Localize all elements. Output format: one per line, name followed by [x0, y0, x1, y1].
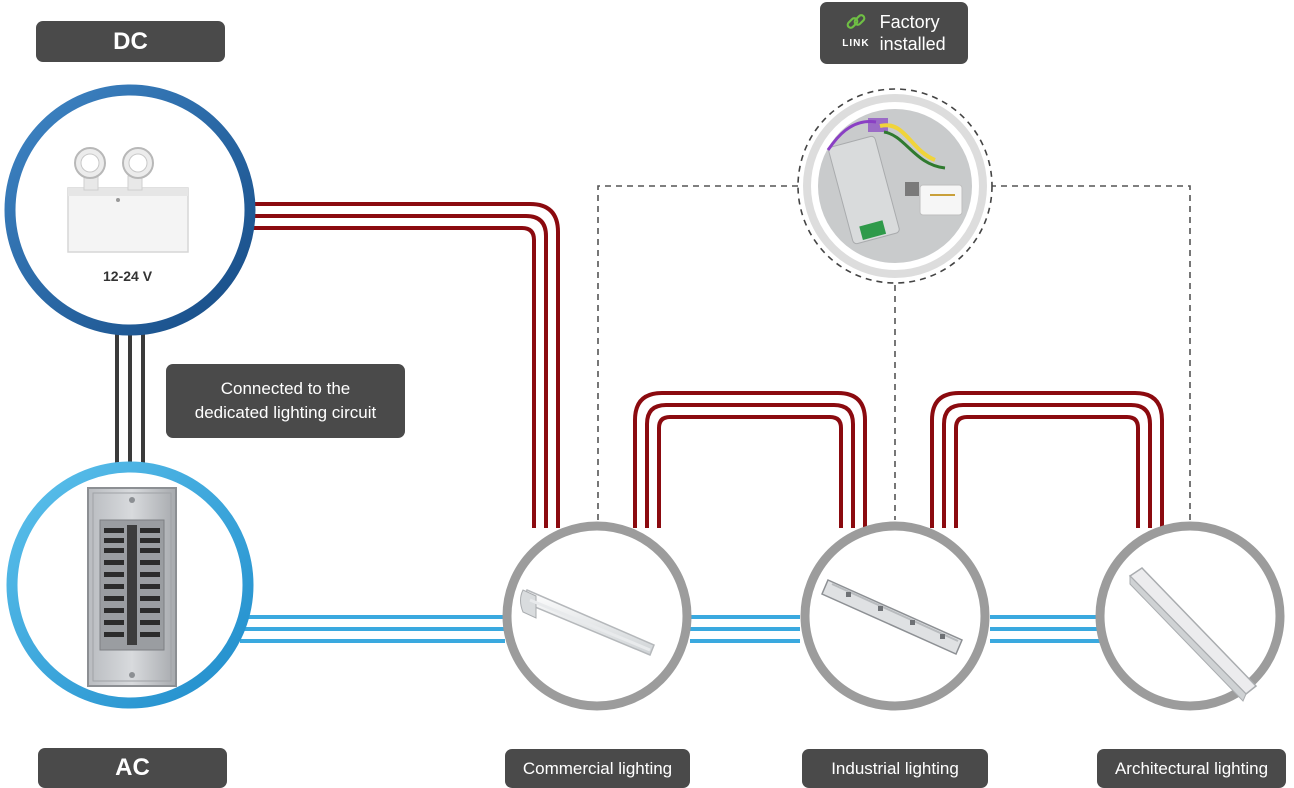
factory-installed-badge: LINK Factory installed	[820, 2, 968, 64]
factory-line-1: Factory	[879, 12, 940, 32]
voltage-label: 12-24 V	[103, 268, 153, 284]
breaker-panel-icon	[87, 487, 177, 687]
industrial-lighting-label: Industrial lighting	[802, 749, 988, 788]
architectural-lighting-label: Architectural lighting	[1097, 749, 1286, 788]
control-dashed-lines	[597, 185, 1191, 520]
commercial-fixture-circle	[502, 521, 692, 711]
callout-line-1: Connected to the	[220, 379, 351, 398]
dc-wire-bundle	[246, 202, 1164, 528]
control-module-circle	[797, 88, 993, 284]
dc-label: DC	[36, 21, 225, 62]
link-badge-text: LINK	[842, 38, 870, 49]
emergency-light-unit-icon	[67, 147, 189, 253]
factory-line-2: installed	[879, 34, 946, 54]
callout-line-2: dedicated lighting circuit	[194, 403, 377, 422]
vapor-tight-fixture-icon	[821, 579, 963, 655]
link-chain-icon	[846, 14, 866, 29]
ac-wire-bundle	[240, 615, 1100, 643]
linear-fixture-icon	[1128, 567, 1258, 702]
link-badge: LINK	[842, 11, 869, 55]
ac-label: AC	[38, 748, 227, 788]
strip-light-icon	[520, 588, 655, 656]
architectural-fixture-circle	[1095, 521, 1285, 711]
dc-ac-connector-cable	[115, 330, 145, 480]
circuit-callout: Connected to the dedicated lighting circ…	[166, 364, 405, 438]
commercial-lighting-label: Commercial lighting	[505, 749, 690, 788]
control-module-icon	[826, 118, 963, 245]
